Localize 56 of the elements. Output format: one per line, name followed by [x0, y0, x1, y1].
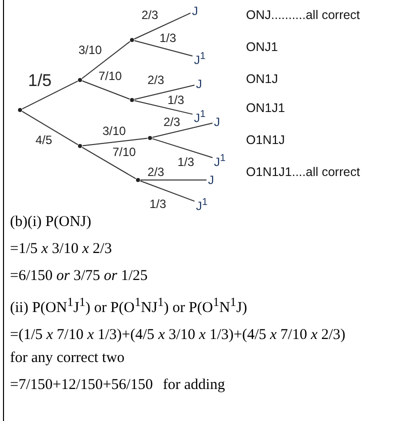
probability-label: 1/3 — [148, 197, 168, 211]
outcome-text: ONJ1 — [246, 40, 278, 54]
probability-label: 1/3 — [166, 93, 186, 107]
question-label: (b)(i) P(ONJ) — [10, 214, 92, 231]
branch-line — [82, 41, 130, 79]
math-expression: =1/5 x 3/10 x 2/3 — [10, 241, 112, 258]
probability-label: 2/3 — [140, 8, 160, 22]
branch-point — [130, 38, 134, 42]
branch-line — [22, 80, 78, 110]
probability-label: 1/5 — [27, 70, 53, 90]
probability-label: 2/3 — [146, 165, 166, 179]
outcome-text: O1N1J — [246, 132, 285, 148]
outcome-text: ON1J — [246, 72, 278, 86]
probability-label: 1/3 — [158, 31, 178, 45]
leaf-label: J — [208, 173, 214, 187]
branch-line — [134, 100, 193, 115]
marking-note: for any correct two — [10, 350, 125, 367]
branch-point — [130, 98, 134, 102]
probability-label: 7/10 — [98, 69, 123, 83]
leaf-label: J$^{1}$ — [194, 50, 206, 66]
math-expression: =7/150+12/150+56/150 — [10, 377, 153, 394]
math-expression: =6/150 or 3/75 or 1/25 — [10, 268, 148, 285]
marking-note: for adding — [162, 377, 225, 394]
outcome-text: ON1J1 — [246, 100, 285, 116]
math-expression: =(1/5 x 7/10 x 1/3)+(4/5 x 3/10 x 1/3)+(4/5 x 7/10 x 2/3) — [10, 327, 346, 344]
branch-line — [140, 180, 195, 202]
branch-line — [82, 80, 130, 100]
probability-label: 3/10 — [78, 43, 103, 57]
branch-point — [18, 108, 22, 112]
outcome-text: O1N1J1....all correct — [246, 164, 360, 180]
outcome-text: ONJ..........all correct — [246, 8, 360, 22]
probability-label: 2/3 — [162, 115, 182, 129]
branch-point — [78, 144, 82, 148]
branch-line — [134, 40, 193, 56]
branch-line — [134, 84, 195, 100]
probability-label: 3/10 — [102, 124, 127, 138]
probability-label: 7/10 — [112, 145, 137, 159]
branch-line — [82, 146, 136, 180]
leaf-label: J$^{1}$ — [194, 108, 206, 124]
probability-label: 4/5 — [34, 133, 54, 147]
branch-line — [152, 138, 213, 158]
branch-line — [82, 138, 148, 146]
probability-label: 2/3 — [146, 73, 166, 87]
leaf-label: J$^{1}$ — [196, 196, 208, 212]
branch-point — [78, 78, 82, 82]
leaf-label: J — [192, 4, 198, 18]
branch-line — [22, 110, 78, 146]
leaf-label: J — [196, 77, 202, 91]
branch-line — [134, 12, 191, 40]
branch-point — [136, 178, 140, 182]
leaf-label: J$^{1}$ — [214, 152, 226, 168]
probability-label: 1/3 — [176, 155, 196, 169]
branch-line — [152, 122, 213, 138]
question-label: (ii) P(ON$^{1}$J$^{1}$) or P(O$^{1}$NJ$^{1}$) or P(O$^{1}$N$^{1}$J) — [10, 295, 248, 317]
branch-point — [148, 136, 152, 140]
leaf-label: J — [214, 115, 220, 129]
